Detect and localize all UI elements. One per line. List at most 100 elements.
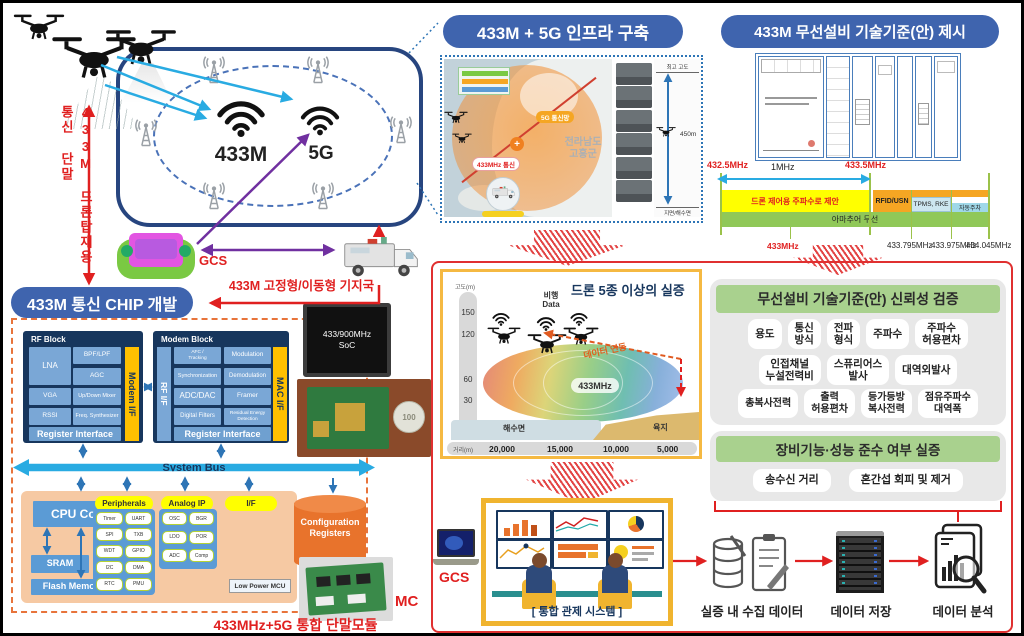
monitor-bar-chart bbox=[496, 510, 552, 540]
rf-cell: AGC bbox=[73, 368, 121, 385]
demo-alt-axis-label: 고도(m) bbox=[455, 285, 476, 291]
drone-band-block: 드론 제어용 주파수로 제안 bbox=[721, 190, 869, 212]
soc-chip-photo: 433/900MHz SoC bbox=[303, 303, 391, 377]
sea-label: 해수면 bbox=[503, 424, 526, 433]
analog-cell: Comp bbox=[189, 549, 214, 563]
wifi-icon bbox=[569, 312, 589, 326]
doc-text-line bbox=[763, 150, 819, 151]
analog-ip-group: OSC BGR LDO POR ADC Comp bbox=[159, 509, 217, 569]
doc-table bbox=[878, 65, 892, 75]
doc-table bbox=[918, 103, 929, 125]
demo-alt-axis bbox=[459, 292, 477, 434]
pcb-board bbox=[307, 387, 389, 449]
drone-icon bbox=[452, 131, 472, 145]
verify-item: 통신 방식 bbox=[787, 319, 821, 350]
demo-drone-icon bbox=[563, 324, 599, 347]
freq-right-label: 433.5MHz bbox=[845, 160, 887, 170]
drone-icon bbox=[656, 125, 676, 138]
rf-cell: RSSI bbox=[29, 408, 71, 425]
collect-label: 실증 내 수집 데이터 bbox=[700, 605, 804, 619]
if-title: I/F bbox=[225, 496, 277, 511]
tpms-block: TPMS, RKE bbox=[911, 197, 951, 212]
monitor-status-grid bbox=[552, 539, 608, 569]
legend-row bbox=[462, 71, 508, 76]
verify-item: 인접채널 누설전력비 bbox=[758, 355, 821, 386]
demo-dist-axis: 거리(m) 20,000 15,000 10,000 5,000 bbox=[447, 442, 697, 455]
wifi-5g-icon bbox=[299, 104, 341, 136]
dist-tick: 20,000 bbox=[489, 444, 515, 454]
pcb-connector bbox=[347, 593, 367, 604]
modem-block-title: Modem Block bbox=[161, 335, 214, 344]
demonstration-section-box bbox=[431, 261, 1013, 633]
analog-cell: POR bbox=[189, 530, 214, 544]
alt-tick: 150 bbox=[461, 308, 475, 317]
server-leds bbox=[874, 540, 877, 588]
analog-cell: OSC bbox=[162, 512, 187, 525]
operator-head bbox=[532, 553, 547, 568]
document-page bbox=[875, 56, 895, 158]
compliance-item: 혼간섭 회피 및 제거 bbox=[848, 469, 963, 492]
config-registers-label: Configuration Registers bbox=[300, 517, 360, 539]
dist-tick: 15,000 bbox=[547, 444, 573, 454]
operator-body bbox=[602, 565, 628, 593]
compliance-panel: 장비기능·성능 준수 여부 실증 송수신 거리 혼간섭 회피 및 제거 bbox=[710, 431, 1006, 501]
pcb-chip bbox=[355, 573, 371, 585]
legend-row bbox=[462, 79, 508, 84]
wifi-icon bbox=[535, 316, 557, 331]
modem-cell: Demodulation bbox=[224, 368, 271, 385]
gcs-laptop bbox=[433, 529, 479, 567]
dist-tick: 10,000 bbox=[603, 444, 629, 454]
verify-item: 점유주파수 대역폭 bbox=[917, 389, 978, 418]
verify-item: 스퓨리어스 발사 bbox=[826, 355, 890, 386]
controller-stick bbox=[121, 245, 133, 257]
modem-block: Modem Block RF I/F AFC / Tracking Modula… bbox=[153, 331, 289, 443]
peripheral-cell: WDT bbox=[96, 544, 123, 558]
demo-drone-icon bbox=[527, 330, 567, 356]
verify-item: 전파 형식 bbox=[826, 319, 861, 350]
altitude-arrow bbox=[663, 73, 673, 205]
server-leds bbox=[842, 540, 845, 588]
verify-item: 등가등방 복사전력 bbox=[861, 389, 912, 418]
truck-icon bbox=[491, 185, 517, 201]
truck-caption-pill bbox=[482, 211, 524, 217]
site-photo-strip bbox=[614, 61, 654, 215]
pcb-chip bbox=[336, 574, 351, 586]
freq-tick-975: 433.975MHz bbox=[931, 241, 977, 250]
wifi-icon bbox=[491, 312, 511, 326]
flight-data-label: 비행 Data bbox=[542, 291, 560, 309]
drone-icon bbox=[444, 109, 468, 125]
gcs-controller bbox=[117, 229, 195, 285]
mac-if-strip: MAC I/F bbox=[273, 347, 287, 441]
freq-left-label: 432.5MHz bbox=[707, 160, 749, 170]
peripheral-cell: I2C bbox=[96, 561, 123, 575]
rf-cell: Up/Down Mixer bbox=[73, 388, 121, 405]
pcb-chip bbox=[313, 421, 329, 437]
altitude-bottom-label: 지면/해수면 bbox=[656, 207, 699, 217]
freq-gridline bbox=[988, 173, 990, 239]
freq-tick-433: 433MHz bbox=[767, 241, 799, 251]
control-room-caption: [ 통합 관제 시스템 ] bbox=[531, 606, 623, 618]
peripherals-group: Timer UART SPI TXB WDT GPIO I2C DMA RTC … bbox=[93, 509, 155, 595]
operator-body bbox=[526, 565, 552, 593]
drone-icon bbox=[105, 23, 177, 69]
monitor-line-chart bbox=[552, 510, 608, 540]
infra-title-pill: 433M + 5G 인프라 구축 bbox=[443, 15, 683, 48]
doc-table bbox=[936, 61, 956, 73]
modem-if-strip: Modem I/F bbox=[125, 347, 139, 441]
analog-cell: ADC bbox=[162, 549, 187, 563]
gcs-flow-label: GCS bbox=[439, 569, 470, 585]
laptop-wallpaper bbox=[445, 536, 463, 550]
config-registers-cylinder: Configuration Registers bbox=[294, 495, 366, 569]
freq-tick-795: 433.795MHz bbox=[887, 241, 933, 250]
antenna-icon bbox=[199, 55, 229, 85]
peripheral-cell: DMA bbox=[125, 561, 152, 575]
region-label: 전라남도 고흥군 bbox=[564, 137, 602, 160]
antenna-icon bbox=[308, 181, 338, 211]
modem-cell: Residual Energy Detection bbox=[224, 408, 271, 425]
modem-cell: Framer bbox=[224, 388, 271, 405]
peripheral-cell: GPIO bbox=[125, 544, 152, 558]
rf-cell: VGA bbox=[29, 388, 71, 405]
pcb-chip bbox=[316, 576, 331, 588]
verify-item: 출력 허용편차 bbox=[804, 389, 855, 418]
sram: SRAM bbox=[31, 555, 89, 573]
